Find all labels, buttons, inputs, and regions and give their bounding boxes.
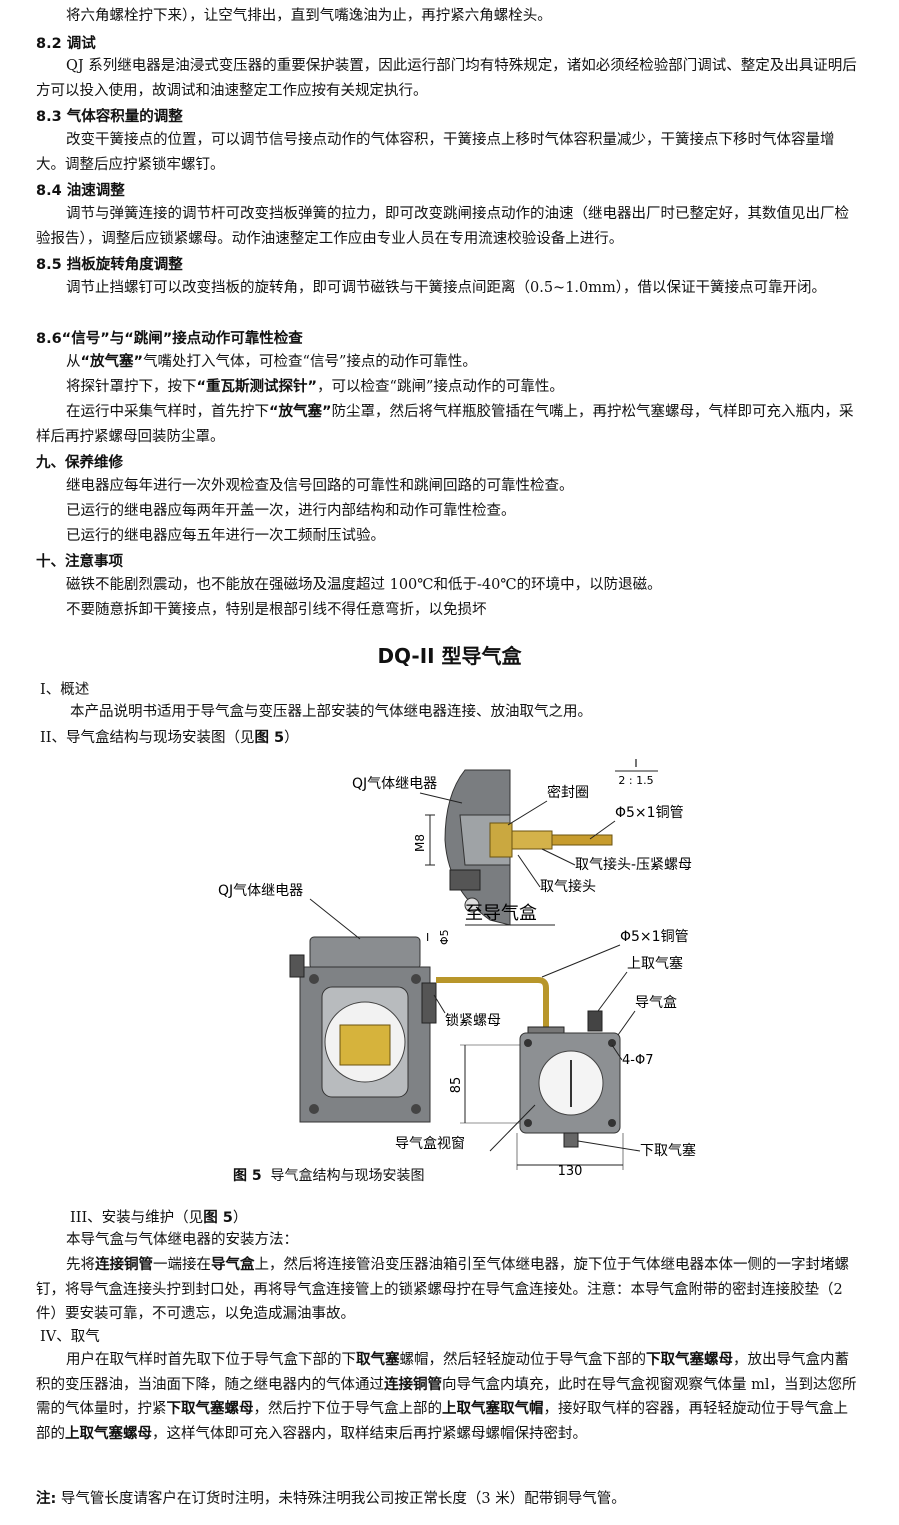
- heading-8-3: 8.3 气体容积量的调整: [36, 109, 183, 125]
- paragraph-9-b: 已运行的继电器应每两年开盖一次，进行内部结构和动作可靠性检查。: [66, 503, 516, 519]
- paragraph-9-a: 继电器应每年进行一次外观检查及信号回路的可靠性和跳闸回路的可靠性检查。: [66, 478, 574, 494]
- qj-relay: [289, 936, 437, 1123]
- paragraph-8-6-c: 在运行中采集气样时，首先拧下“放气塞”防尘罩，然后将气样瓶胶管插在气嘴上，再拧松…: [36, 404, 854, 445]
- paragraph-I: 本产品说明书适用于导气盒与变压器上部安装的气体继电器连接、放油取气之用。: [70, 704, 592, 720]
- paragraph-10-a: 磁铁不能剧烈震动，也不能放在强磁场及温度超过 100℃和低于-40℃的环境中，以…: [66, 577, 662, 593]
- label-detail-i: I: [426, 931, 429, 944]
- label-joint-nut: 取气接头-压紧螺母: [575, 856, 692, 873]
- gas-box: [519, 1010, 621, 1148]
- paragraph-IV: 用户在取气样时首先取下位于导气盒下部的下取气塞螺帽，然后轻轻旋动位于导气盒下部的…: [36, 1352, 857, 1442]
- label-upper-plug: 上取气塞: [627, 955, 683, 972]
- paragraph-9-c: 已运行的继电器应每五年进行一次工频耐压试验。: [66, 528, 385, 544]
- paragraph-8-4: 调节与弹簧连接的调节杆可改变挡板弹簧的拉力，即可改变跳闸接点动作的油速（继电器出…: [36, 206, 849, 247]
- paragraph-8-1-continued: 将六角螺栓拧下来），让空气排出，直到气嘴逸油为止，再拧紧六角螺栓头。: [66, 8, 552, 24]
- heading-9: 九、保养维修: [36, 455, 123, 471]
- paragraph-10-b: 不要随意拆卸干簧接点，特别是根部引线不得任意弯折，以免损坏: [66, 602, 487, 618]
- heading-8-4: 8.4 油速调整: [36, 183, 125, 199]
- label-85: 85: [449, 1077, 464, 1094]
- label-seal: 密封圈: [547, 784, 589, 801]
- label-to-box: 至导气盒: [465, 903, 537, 924]
- label-joint: 取气接头: [540, 878, 596, 895]
- heading-II: II、导气盒结构与现场安装图（见图 5）: [40, 730, 299, 746]
- heading-8-2: 8.2 调试: [36, 36, 96, 52]
- scale-top: I: [634, 757, 637, 770]
- label-pipe-mid: Φ5×1铜管: [620, 929, 689, 945]
- paragraph-III-1: 本导气盒与气体继电器的安装方法：: [66, 1232, 298, 1248]
- label-phi5: Φ5: [438, 929, 451, 945]
- heading-8-6: 8.6“信号”与“跳闸”接点动作可靠性检查: [36, 331, 303, 347]
- scale-bottom: 2 : 1.5: [618, 774, 653, 787]
- label-qj-top: QJ气体继电器: [352, 776, 437, 792]
- paragraph-III-2: 先将连接铜管一端接在导气盒上，然后将连接管沿变压器油箱引至气体继电器，旋下位于气…: [36, 1257, 849, 1323]
- figure-5-diagram: I 2 : 1.5 M8 QJ气体继电器 密封圈 Φ5×1铜管 取气接头-压紧螺…: [218, 757, 696, 1175]
- label-m8: M8: [413, 834, 427, 852]
- label-qj-left: QJ气体继电器: [218, 883, 303, 899]
- heading-8-5: 8.5 挡板旋转角度调整: [36, 257, 183, 273]
- label-lock-nut: 锁紧螺母: [445, 1013, 501, 1029]
- figure-caption: 图 5 导气盒结构与现场安装图: [233, 1168, 425, 1184]
- paragraph-8-5: 调节止挡螺钉可以改变挡板的旋转角，即可调节磁铁与干簧接点间距离（0.5~1.0m…: [66, 280, 827, 296]
- heading-IV: IV、取气: [40, 1329, 100, 1345]
- paragraph-8-6-b: 将探针罩拧下，按下“重瓦斯测试探针”，可以检查“跳闸”接点动作的可靠性。: [66, 379, 564, 395]
- heading-10: 十、注意事项: [36, 554, 123, 570]
- label-holes: 4-Φ7: [622, 1053, 653, 1068]
- detail-view: M8: [413, 769, 613, 926]
- label-pipe-top: Φ5×1铜管: [615, 805, 684, 821]
- label-130: 130: [558, 1164, 583, 1175]
- heading-I: I、概述: [40, 682, 90, 698]
- label-window: 导气盒视窗: [395, 1135, 465, 1152]
- label-lower-plug: 下取气塞: [640, 1142, 696, 1159]
- note: 注: 导气管长度请客户在订货时注明，未特殊注明我公司按正常长度（3 米）配带铜导…: [36, 1491, 626, 1507]
- heading-III: III、安装与维护（见图 5）: [70, 1210, 248, 1226]
- section-title: DQ-II 型导气盒: [377, 644, 522, 668]
- paragraph-8-3: 改变干簧接点的位置，可以调节信号接点动作的气体容积，干簧接点上移时气体容积量减少…: [36, 132, 835, 173]
- paragraph-8-6-a: 从“放气塞”气嘴处打入气体，可检查“信号”接点的动作可靠性。: [66, 354, 477, 370]
- paragraph-8-2: QJ 系列继电器是油浸式变压器的重要保护装置，因此运行部门均有特殊规定，诸如必须…: [36, 58, 857, 99]
- label-box: 导气盒: [635, 994, 677, 1011]
